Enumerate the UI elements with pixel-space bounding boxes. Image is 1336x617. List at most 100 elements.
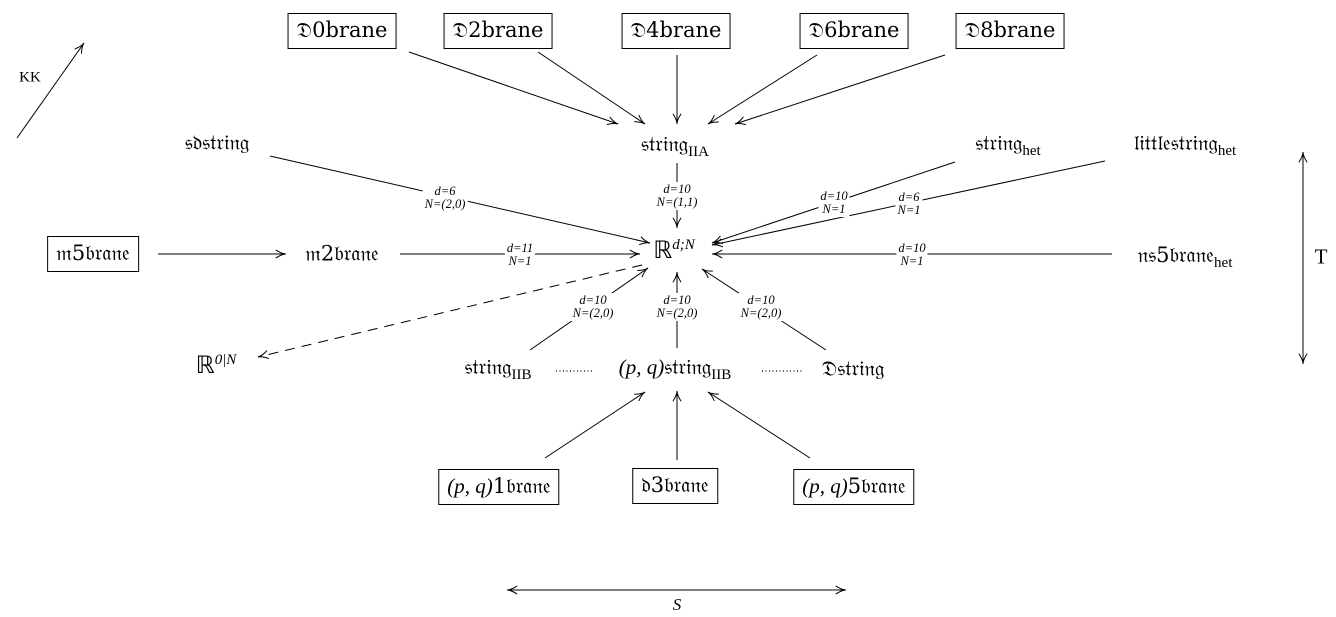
node-name: 𝔇𝔰𝔱𝔯𝔦𝔫𝔤 — [821, 356, 885, 381]
node-math: ℝ — [195, 351, 215, 379]
dimension-label: d=10 — [579, 293, 607, 307]
t-duality-arrow-head — [1298, 151, 1308, 163]
edge-center-to-r0n-head — [257, 350, 270, 360]
edge-sdstring-to-center-head — [638, 236, 651, 246]
dimension-label: d=10 — [663, 182, 691, 196]
dimension-label: d=6 — [434, 184, 456, 198]
node-sdstring: 𝔰𝔡𝔰𝔱𝔯𝔦𝔫𝔤 — [184, 130, 250, 155]
edge-pq5brane-to-pq-string-iib — [707, 391, 811, 459]
dimension-label: d=6 — [898, 190, 920, 204]
edge-d3brane-to-pq-string-iib-head — [672, 390, 682, 402]
node-subscript: IIA — [688, 144, 709, 160]
node-name: 𝔰𝔱𝔯𝔦𝔫𝔤 — [641, 132, 689, 156]
edge-string-iia-to-center-head — [672, 217, 682, 229]
s-duality-label: S — [672, 595, 682, 614]
node-subscript: IIB — [711, 367, 732, 383]
node-m5brane: 𝔪5𝔟𝔯𝔞𝔫𝔢 — [47, 236, 139, 272]
kk-duality-arrow — [16, 42, 85, 139]
supersymmetry-label: N=1 — [900, 254, 924, 268]
node-name: 𝔇8brane — [964, 18, 1056, 42]
node-d6brane: 𝔇6brane — [799, 13, 909, 49]
node-pq1brane: (p, q)1𝔟𝔯𝔞𝔫𝔢 — [438, 469, 560, 505]
node-superscript: d;N — [672, 237, 695, 253]
node-center: ℝd;N — [653, 236, 695, 264]
supersymmetry-label: N=(1,1) — [656, 195, 698, 209]
node-name: 𝔇2brane — [452, 18, 544, 42]
supersymmetry-label: N=(2,0) — [572, 306, 614, 320]
node-name: 1𝔟𝔯𝔞𝔫𝔢 — [492, 474, 551, 498]
edge-d6brane-to-string-iia-head — [707, 114, 719, 125]
node-dstring: 𝔇𝔰𝔱𝔯𝔦𝔫𝔤 — [821, 356, 885, 381]
dimension-label: d=10 — [747, 293, 775, 307]
node-d4brane: 𝔇4brane — [621, 13, 731, 49]
supersymmetry-label: N=(2,0) — [740, 306, 782, 320]
node-pq-string-iib: (p, q)𝔰𝔱𝔯𝔦𝔫𝔤IIB — [619, 357, 732, 383]
node-string-iia: 𝔰𝔱𝔯𝔦𝔫𝔤IIA — [641, 134, 709, 160]
node-d0brane: 𝔇0brane — [287, 13, 397, 49]
t-duality-label: T — [1314, 244, 1328, 269]
node-string-iib: 𝔰𝔱𝔯𝔦𝔫𝔤IIB — [464, 357, 531, 383]
edge-pq-string-iib-to-center-head — [672, 271, 682, 283]
edge-pq5brane-to-pq-string-iib-head — [707, 391, 719, 402]
node-subscript: IIB — [511, 367, 532, 383]
edge-center-to-r0n — [257, 264, 643, 358]
supersymmetry-label: N=1 — [897, 203, 921, 217]
edge-m2brane-to-center-head — [629, 249, 641, 259]
edge-d0brane-to-string-iia-head — [606, 116, 619, 126]
node-name: 𝔰𝔱𝔯𝔦𝔫𝔤 — [975, 131, 1023, 155]
node-name: 𝔇4brane — [630, 18, 722, 42]
dimension-label: d=10 — [663, 293, 691, 307]
dimension-label: d=11 — [506, 241, 534, 255]
node-d2brane: 𝔇2brane — [443, 13, 553, 49]
node-name: 𝔰𝔱𝔯𝔦𝔫𝔤 — [464, 355, 512, 379]
dimension-label: d=10 — [898, 241, 926, 255]
kk-duality-label: KK — [19, 69, 41, 86]
supersymmetry-label: N=1 — [822, 202, 846, 216]
node-name: 𝔇6brane — [808, 18, 900, 42]
edge-d8brane-to-string-iia — [734, 54, 946, 125]
node-superscript: 0|N — [214, 352, 237, 368]
node-name: 𝔫𝔰5𝔟𝔯𝔞𝔫𝔢 — [1137, 243, 1215, 267]
node-d8brane: 𝔇8brane — [955, 13, 1065, 49]
supersymmetry-label: N=1 — [508, 254, 532, 268]
edge-d2brane-to-string-iia-head — [634, 114, 646, 125]
node-name: 𝔰𝔡𝔰𝔱𝔯𝔦𝔫𝔤 — [184, 130, 250, 155]
node-math: (p, q) — [447, 474, 493, 498]
node-name: 5𝔟𝔯𝔞𝔫𝔢 — [847, 474, 906, 498]
node-subscript: het — [1022, 143, 1041, 159]
s-duality-arrow-tail-head — [506, 585, 518, 595]
s-duality-arrow-head — [835, 585, 847, 595]
node-math: ℝ — [653, 236, 673, 264]
dimension-label: d=10 — [820, 189, 848, 203]
node-littlestring-het: 𝔩𝔦𝔱𝔱𝔩𝔢𝔰𝔱𝔯𝔦𝔫𝔤het — [1134, 133, 1236, 159]
edge-d4brane-to-string-iia-head — [672, 113, 682, 125]
node-subscript: het — [1214, 255, 1233, 271]
supersymmetry-label: N=(2,0) — [656, 306, 698, 320]
node-d3brane: 𝔡3𝔟𝔯𝔞𝔫𝔢 — [632, 468, 718, 504]
edge-m5brane-to-m2brane-head — [275, 249, 287, 259]
node-name: 𝔪2𝔟𝔯𝔞𝔫𝔢 — [305, 241, 379, 266]
node-ns5brane-het: 𝔫𝔰5𝔟𝔯𝔞𝔫𝔢het — [1138, 245, 1233, 271]
node-name: 𝔪5𝔟𝔯𝔞𝔫𝔢 — [56, 241, 130, 265]
edge-littlestring-het-to-center-head — [711, 238, 724, 248]
edge-pq1brane-to-pq-string-iib — [544, 391, 646, 459]
node-name: 𝔰𝔱𝔯𝔦𝔫𝔤 — [664, 355, 712, 379]
node-name: 𝔩𝔦𝔱𝔱𝔩𝔢𝔰𝔱𝔯𝔦𝔫𝔤 — [1133, 131, 1218, 155]
node-name: 𝔇0brane — [296, 18, 388, 42]
edge-d0brane-to-string-iia — [408, 51, 619, 125]
edge-dstring-to-center-head — [701, 268, 713, 279]
t-duality-arrow-tail-head — [1298, 353, 1308, 365]
supersymmetry-label: N=(2,0) — [424, 197, 466, 211]
edge-string-het-to-center-head — [711, 235, 724, 245]
node-pq5brane: (p, q)5𝔟𝔯𝔞𝔫𝔢 — [793, 469, 915, 505]
